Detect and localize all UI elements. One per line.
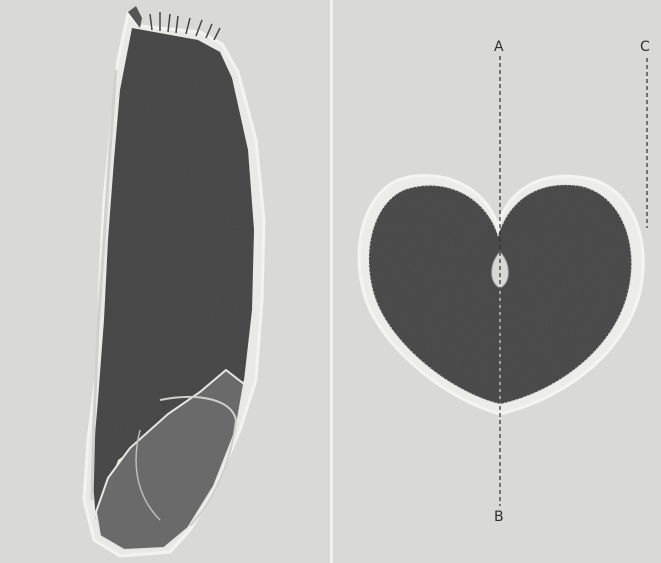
label-c: C	[640, 40, 650, 54]
label-b: B	[494, 510, 504, 524]
grain-longitudinal-drawing	[0, 0, 330, 563]
grain-cross-section-panel	[333, 0, 661, 563]
label-a: A	[494, 40, 504, 54]
grain-longitudinal-panel	[0, 0, 330, 563]
grain-cross-section-drawing	[333, 0, 661, 563]
